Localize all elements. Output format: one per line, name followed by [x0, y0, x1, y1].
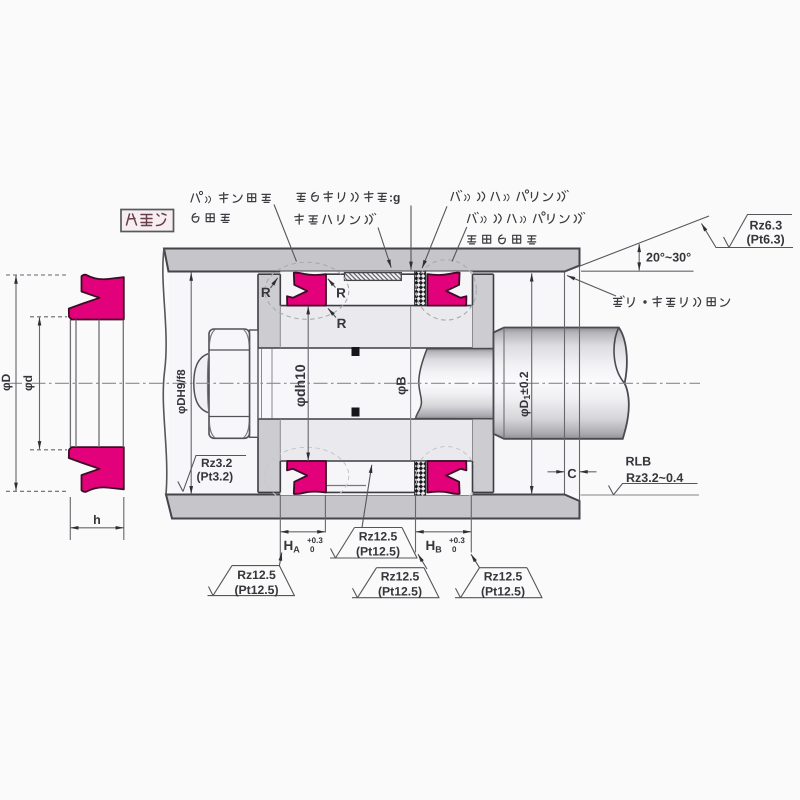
- svg-text:φd: φd: [21, 375, 35, 391]
- svg-text:+0.3: +0.3: [307, 536, 323, 545]
- svg-text::g: :g: [389, 191, 400, 205]
- svg-text:R: R: [261, 285, 271, 300]
- svg-text:Rz6.3: Rz6.3: [750, 219, 783, 233]
- svg-text:Rz12.5: Rz12.5: [237, 568, 276, 582]
- svg-text:R: R: [337, 316, 347, 331]
- svg-text:0: 0: [310, 545, 315, 554]
- svg-text:φB: φB: [394, 376, 409, 395]
- svg-text:h: h: [93, 513, 101, 527]
- svg-text:0: 0: [452, 545, 457, 554]
- svg-text:20°~30°: 20°~30°: [646, 251, 691, 265]
- svg-text:Rz3.2: Rz3.2: [201, 456, 233, 470]
- svg-text:φD: φD: [0, 373, 13, 391]
- svg-text:R: R: [336, 286, 346, 301]
- svg-text:RLB: RLB: [626, 455, 652, 469]
- svg-text:φdh10: φdh10: [292, 364, 308, 407]
- svg-text:Rz12.5: Rz12.5: [381, 570, 420, 584]
- svg-text:φD1±0.2: φD1±0.2: [517, 371, 532, 417]
- svg-text:Rz3.2~0.4: Rz3.2~0.4: [626, 471, 683, 485]
- svg-text:(Pt6.3): (Pt6.3): [747, 233, 785, 247]
- svg-text:(Pt12.5): (Pt12.5): [356, 544, 400, 558]
- svg-text:(Pt12.5): (Pt12.5): [234, 583, 278, 597]
- svg-text:(Pt3.2): (Pt3.2): [197, 470, 234, 484]
- svg-text:φDH9/f8: φDH9/f8: [176, 369, 188, 414]
- svg-text:C: C: [567, 466, 577, 481]
- svg-text:Rz12.5: Rz12.5: [359, 530, 398, 544]
- svg-text:+0.3: +0.3: [449, 536, 465, 545]
- svg-text:(Pt12.5): (Pt12.5): [481, 584, 525, 598]
- svg-text:Rz12.5: Rz12.5: [484, 570, 523, 584]
- svg-text:(Pt12.5): (Pt12.5): [378, 584, 422, 598]
